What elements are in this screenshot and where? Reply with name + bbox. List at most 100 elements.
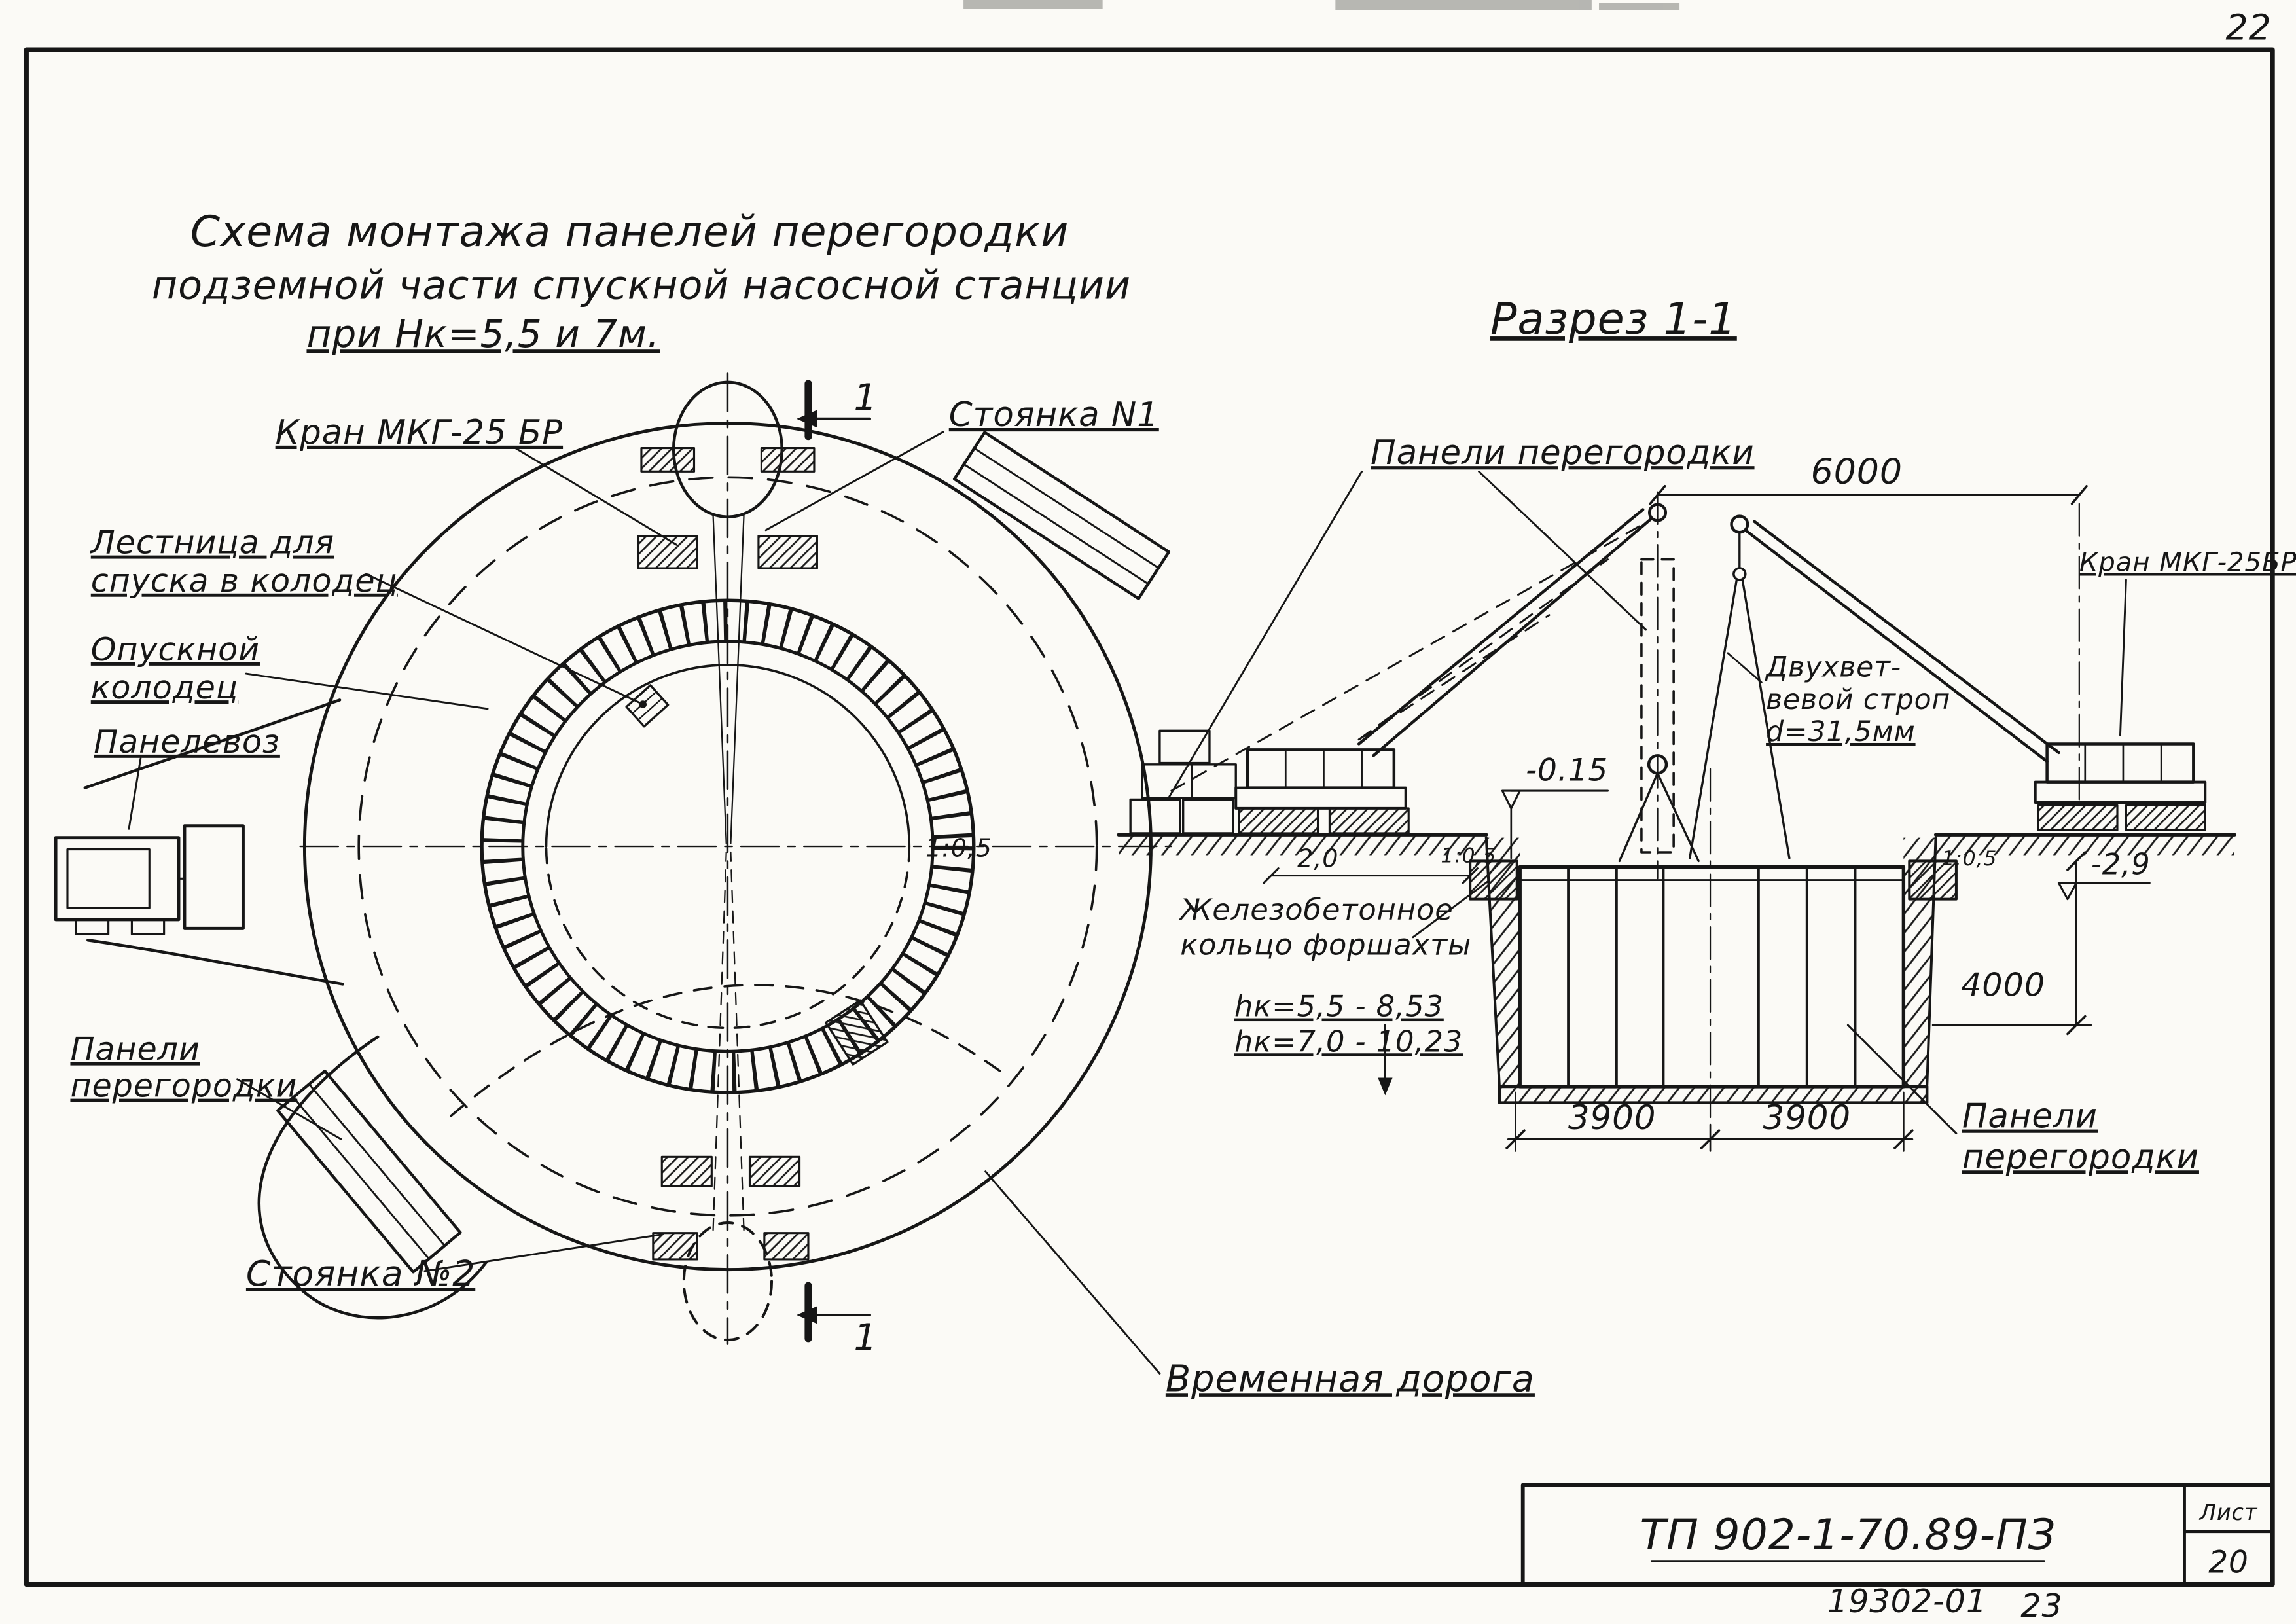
dimension-3900-left-value: 3900 bbox=[1568, 1098, 1656, 1138]
road-edge-lower bbox=[86, 939, 344, 986]
sling-label-2: вевой строп bbox=[1766, 684, 1950, 716]
crane-station1-symbol bbox=[637, 380, 818, 844]
section-mark-bottom-label: 1 bbox=[853, 1317, 877, 1360]
footer-note-right: 23 bbox=[2020, 1587, 2062, 1624]
section-view: Разрез 1-1 bbox=[1117, 293, 2296, 1177]
plan-station2-label: Стоянка №2 bbox=[246, 1253, 475, 1294]
plan-ladder-leader-dot bbox=[639, 700, 647, 708]
sling-leader bbox=[1727, 652, 1763, 683]
hk-note-1: hк=5,5 - 8,53 bbox=[1234, 989, 1444, 1024]
section-panels-top-leader-2 bbox=[1478, 470, 1647, 631]
boom-position-dashed-1 bbox=[1357, 614, 1551, 741]
panel-truck-symbol bbox=[54, 824, 245, 935]
plan-temp-road-leader bbox=[984, 1170, 1161, 1375]
dimension-3900-right-value: 3900 bbox=[1763, 1098, 1850, 1138]
section-title: Разрез 1-1 bbox=[1490, 293, 1737, 344]
section-panels-top-label: Панели перегородки bbox=[1371, 433, 1755, 473]
level-right-value: -2,9 bbox=[2091, 847, 2151, 882]
road-bulge-southwest bbox=[257, 1035, 488, 1320]
crane-right-symbol bbox=[2034, 742, 2207, 832]
sheet-label: Лист bbox=[2199, 1500, 2258, 1525]
scan-artifacts bbox=[963, 0, 1680, 10]
panel-stack-north bbox=[952, 431, 1171, 600]
section-crane-label: Кран МКГ-25БР bbox=[2079, 547, 2296, 577]
crane-swing-circle bbox=[357, 476, 1098, 1217]
sheet-border bbox=[24, 47, 2275, 1587]
well-inner-wall bbox=[521, 640, 935, 1053]
hook-sling-left bbox=[1618, 772, 1659, 863]
section-panels-bottom-label-1: Панели bbox=[1962, 1097, 2098, 1136]
plan-truck-label: Панелевоз bbox=[94, 723, 280, 761]
forshaft-leader bbox=[1412, 880, 1489, 939]
crane-right-boom-2 bbox=[1752, 520, 2060, 755]
sheet-value: 20 bbox=[2208, 1545, 2249, 1581]
panel-joints bbox=[1567, 865, 1857, 1088]
plan-view: 1 1 Кран МКГ-25 БР Стоянка N1 Лестница д… bbox=[54, 372, 1535, 1400]
level-mark-top: -0.15 bbox=[1501, 752, 1609, 859]
plan-station1-leader bbox=[764, 431, 944, 532]
dimension-4000: 4000 bbox=[1931, 851, 2092, 1036]
plan-well-leader bbox=[245, 672, 489, 710]
hk-arrow-head bbox=[1378, 1077, 1393, 1096]
dimension-berm: 2,0 bbox=[1263, 844, 1479, 884]
ground-hatch-left bbox=[1119, 836, 1486, 856]
title-line2: подземной части спускной насосной станци… bbox=[152, 262, 1131, 308]
hanging-panel-dashed bbox=[1640, 558, 1675, 854]
dimension-berm-value: 2,0 bbox=[1297, 844, 1338, 873]
plan-temp-road-label: Временная дорога bbox=[1166, 1358, 1535, 1400]
dimension-6000: 6000 bbox=[1649, 450, 2088, 801]
dimension-4000-value: 4000 bbox=[1961, 965, 2045, 1003]
plan-station1-label: Стоянка N1 bbox=[949, 395, 1159, 435]
sling-ring bbox=[1732, 567, 1747, 581]
dimension-3900: 3900 3900 bbox=[1505, 1091, 1914, 1152]
forshaft-label-2: кольцо форшахты bbox=[1180, 928, 1471, 962]
plan-panels-label-1: Панели bbox=[70, 1030, 200, 1068]
page-number: 22 bbox=[2226, 7, 2272, 48]
well-inner-edge-top bbox=[545, 663, 911, 848]
sling-label-3: d=31,5мм bbox=[1766, 716, 1916, 748]
level-mark-right: -2,9 bbox=[2057, 847, 2151, 901]
section-panels-bottom-label-2: перегородки bbox=[1962, 1138, 2199, 1177]
forshaft-ring-left bbox=[1469, 859, 1518, 901]
sling-branch-left bbox=[1689, 579, 1738, 859]
section-panels-top-leader-1 bbox=[1167, 470, 1363, 799]
forshaft-label-1: Железобетонное bbox=[1178, 892, 1453, 927]
section-mark-top: 1 bbox=[797, 376, 877, 441]
slope-right-label: 1:0,5 bbox=[1942, 847, 1998, 871]
installed-panel-patch bbox=[825, 999, 889, 1066]
well-wall-ticks bbox=[482, 601, 973, 1092]
plan-station2-leader bbox=[423, 1233, 663, 1272]
title-line1: Схема монтажа панелей перегородки bbox=[190, 208, 1069, 257]
section-panels-bottom-leader bbox=[1846, 1024, 1958, 1135]
well-outer-wall bbox=[480, 598, 976, 1094]
plan-crane-leader bbox=[514, 447, 678, 546]
well-inner-edge-bottom bbox=[545, 845, 911, 1030]
plan-panels-leader bbox=[236, 1078, 342, 1140]
plan-well-label-1: Опускной bbox=[91, 630, 260, 668]
slope-left-label: 1:0,5 bbox=[1441, 844, 1496, 868]
section-mark-top-label: 1 bbox=[853, 376, 877, 419]
crane-swing-arc-station2 bbox=[450, 984, 1009, 1117]
panel-wall bbox=[1518, 865, 1906, 1089]
plan-panels-label-2: перегородки bbox=[70, 1067, 297, 1105]
plan-well-label-2: колодец bbox=[91, 668, 238, 706]
title-line3: при Нк=5,5 и 7м. bbox=[306, 312, 660, 356]
plan-ladder-label-2: спуска в колодец bbox=[91, 562, 398, 600]
crane-right-boom-1 bbox=[1744, 528, 2049, 763]
crane-left-boom-1 bbox=[1372, 516, 1653, 757]
main-title: Схема монтажа панелей перегородки подзем… bbox=[152, 208, 1131, 356]
hoist-cable-dashed bbox=[1170, 523, 1644, 792]
level-top-value: -0.15 bbox=[1526, 752, 1608, 788]
bottom-slab bbox=[1498, 1085, 1929, 1104]
section-mark-bottom: 1 bbox=[797, 1282, 877, 1360]
sling-label-1: Двухвет- bbox=[1765, 652, 1901, 684]
plan-truck-leader bbox=[128, 757, 142, 830]
road-edge-upper bbox=[83, 698, 342, 789]
forshaft-ring-right bbox=[1908, 859, 1958, 901]
footer-note-left: 19302-01 bbox=[1827, 1582, 1987, 1620]
boom-position-dashed-2 bbox=[1357, 558, 1609, 741]
panel-stack-southwest bbox=[276, 1069, 462, 1274]
plan-ladder-leader bbox=[365, 573, 641, 704]
crane-station2-symbol bbox=[652, 851, 810, 1342]
